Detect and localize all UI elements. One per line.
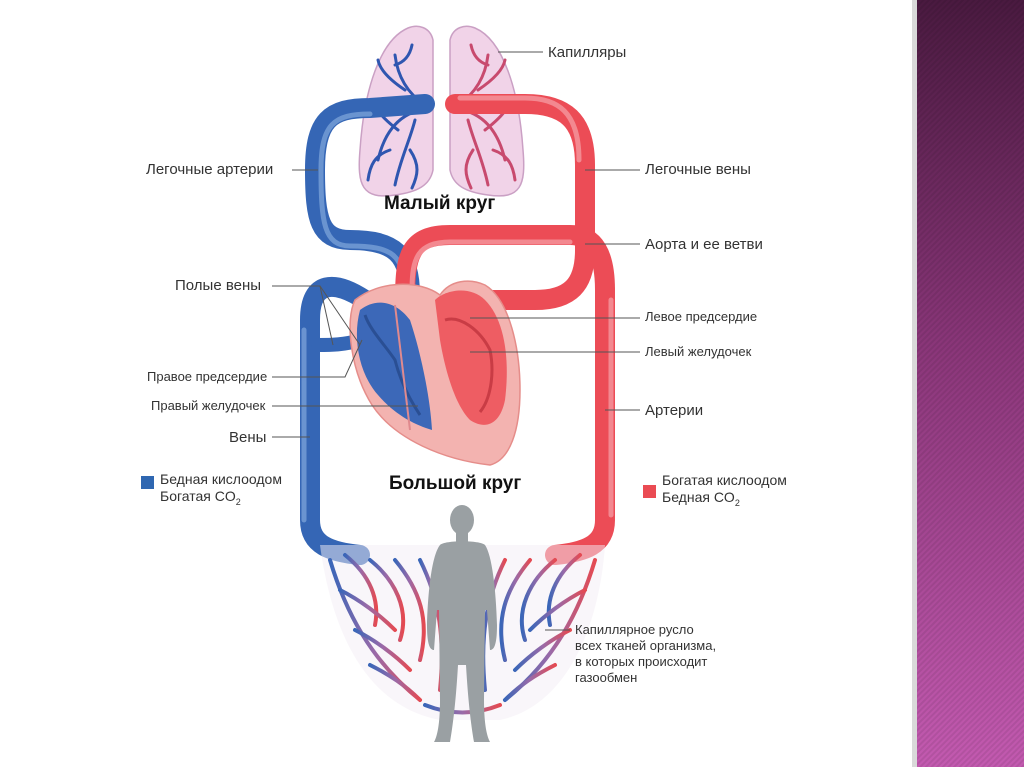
label-pulmonary-veins: Легочные вены xyxy=(645,161,751,178)
legend-poor-line-2: Богатая CO2 xyxy=(160,488,241,507)
capillary-bed-line-1: Капиллярное русло xyxy=(575,622,694,637)
label-left-ventricle: Левый желудочек xyxy=(645,344,752,359)
label-right-ventricle: Правый желудочек xyxy=(151,398,266,413)
label-pulmonary-arteries: Легочные артерии xyxy=(146,161,274,178)
label-capillary-bed: Капиллярное русло всех тканей организма,… xyxy=(575,622,716,686)
label-arteries: Артерии xyxy=(645,402,704,419)
leader-lines xyxy=(272,51,640,631)
label-vena-cava: Полые вены xyxy=(175,277,262,294)
legend-swatch-rich xyxy=(643,485,656,498)
label-capillaries: Капилляры xyxy=(548,44,627,61)
legend-rich-line-1: Богатая кислоодом xyxy=(662,472,787,488)
label-large-circle: Большой круг xyxy=(389,473,522,494)
capillary-bed-line-4: газообмен xyxy=(575,670,638,685)
human-silhouette xyxy=(427,505,497,742)
legend-rich-line-2: Бедная CO2 xyxy=(662,489,740,508)
label-small-circle: Малый круг xyxy=(384,193,496,214)
legend-poor: Бедная кислоодом Богатая CO2 xyxy=(160,471,282,511)
legend-poor-line-1: Бедная кислоодом xyxy=(160,471,282,487)
label-veins: Вены xyxy=(229,429,267,446)
legend-swatch-poor xyxy=(141,476,154,489)
heart xyxy=(349,280,521,466)
label-right-atrium: Правое предсердие xyxy=(147,369,268,384)
legend-rich: Богатая кислоодом Бедная CO2 xyxy=(662,472,787,512)
label-aorta: Аорта и ее ветви xyxy=(645,236,763,253)
label-left-atrium: Левое предсердие xyxy=(645,309,758,324)
capillary-bed-line-3: в которых происходит xyxy=(575,654,708,669)
capillary-bed-line-2: всех тканей организма, xyxy=(575,638,717,653)
